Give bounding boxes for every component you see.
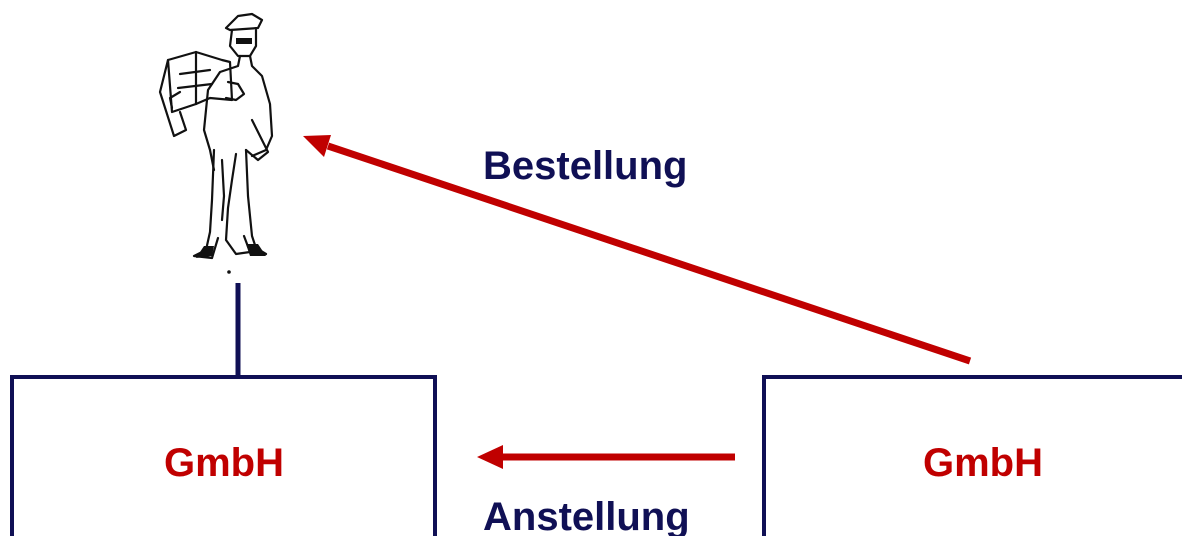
person-reading-map-icon [158, 12, 274, 274]
employment-relation-label: Anstellung [483, 495, 690, 536]
left-company-label: GmbH [164, 441, 284, 485]
employment-arrow [477, 445, 735, 469]
right-company-box: GmbH [762, 375, 1182, 536]
order-arrow [303, 135, 972, 365]
right-company-label: GmbH [923, 441, 1043, 485]
left-company-box: GmbH [10, 375, 437, 536]
order-relation-label: Bestellung [483, 144, 687, 188]
